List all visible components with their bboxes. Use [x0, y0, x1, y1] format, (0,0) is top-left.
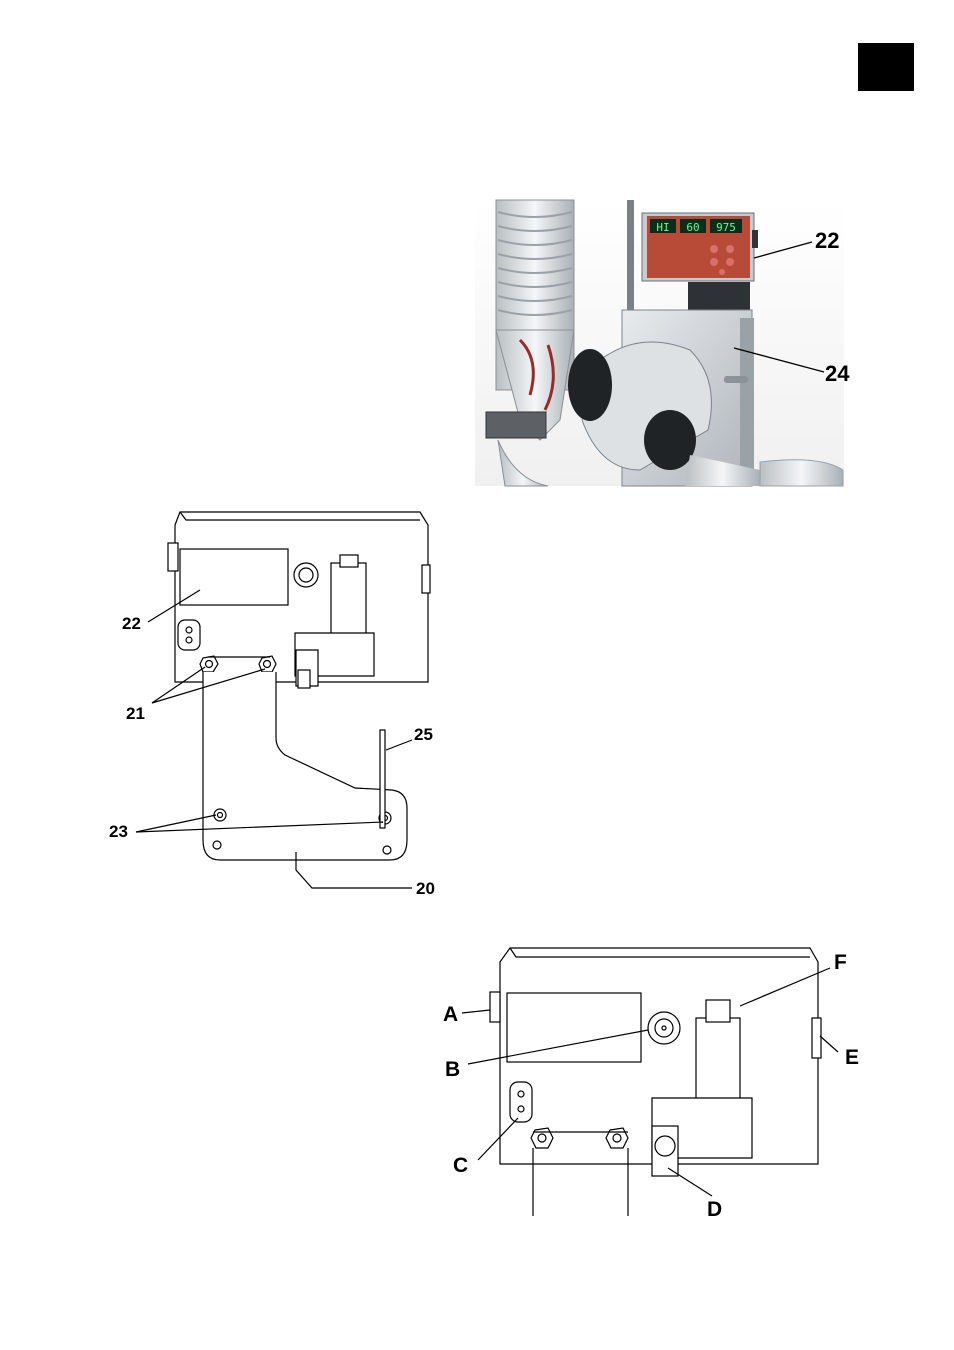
mounting-figure — [136, 512, 430, 888]
callout-e: E — [845, 1046, 859, 1069]
photo-callout-24: 24 — [825, 361, 850, 386]
control-button — [726, 258, 734, 266]
callout-20: 20 — [416, 879, 435, 898]
power-switch — [490, 992, 500, 1022]
callout-21: 21 — [126, 704, 145, 723]
callout-22: 22 — [122, 614, 141, 633]
callout-c: C — [453, 1154, 468, 1177]
control-button — [710, 258, 718, 266]
callout-f: F — [834, 951, 847, 974]
callout-25: 25 — [414, 725, 433, 744]
control-button — [719, 269, 725, 275]
control-button — [710, 245, 718, 253]
callout-23: 23 — [109, 822, 128, 841]
display-pressure: 975 — [716, 221, 736, 234]
photo-callout-22: 22 — [815, 228, 839, 253]
connector-figure — [462, 948, 838, 1216]
side-connector — [812, 1018, 821, 1058]
callout-d: D — [707, 1198, 722, 1221]
callout-b: B — [445, 1058, 460, 1081]
top-fitting — [706, 1000, 730, 1022]
display-mode: HI — [656, 221, 669, 234]
fuse-holder — [510, 1082, 532, 1122]
evaporator-photo: HI 60 975 22 24 — [475, 200, 850, 486]
control-button — [726, 245, 734, 253]
display-speed: 60 — [686, 221, 699, 234]
callout-a: A — [443, 1003, 458, 1026]
